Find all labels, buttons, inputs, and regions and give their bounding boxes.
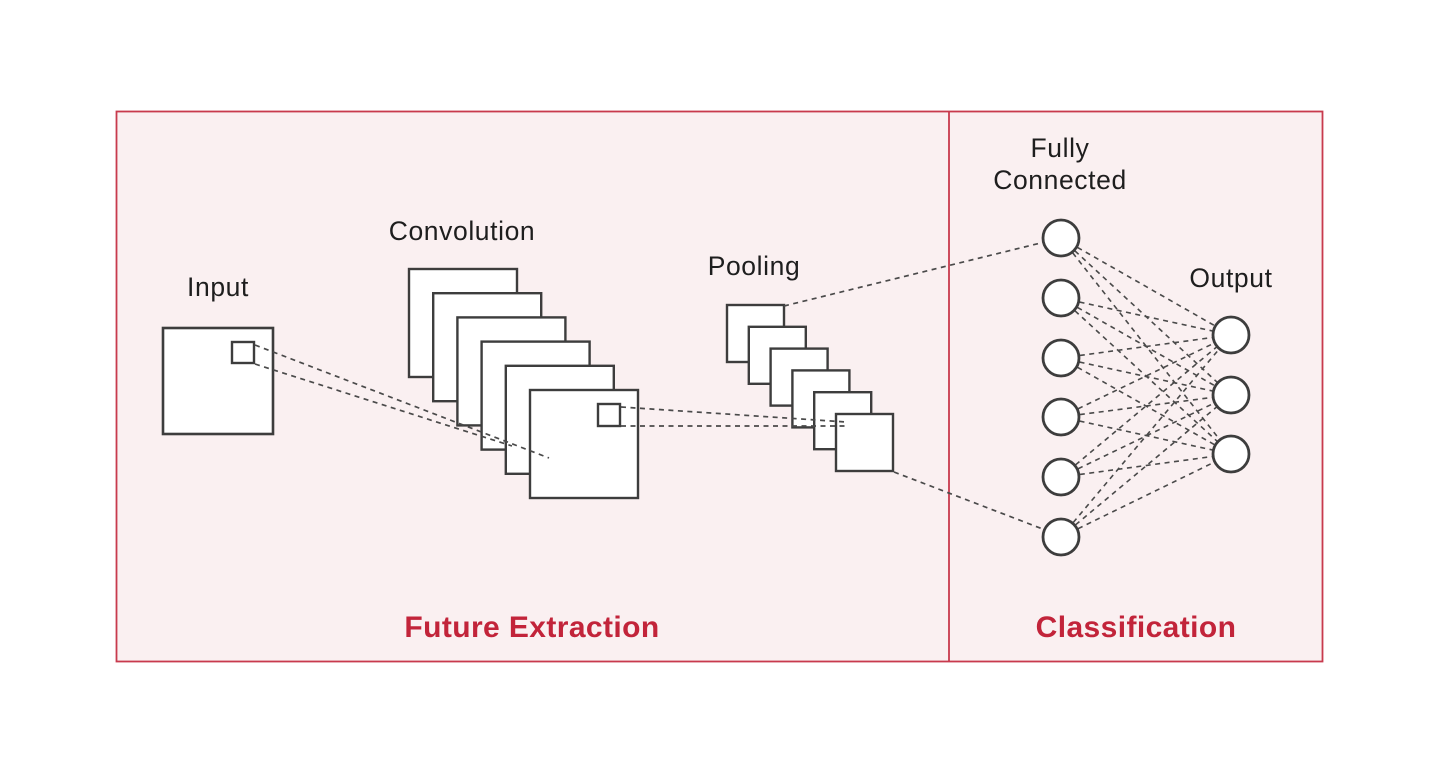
pooling-label: Pooling (708, 251, 801, 281)
fc-output-connection-line (1060, 334, 1232, 478)
output-label: Output (1189, 263, 1272, 293)
fc-output-connection-line (1060, 237, 1232, 336)
fully-connected-label-line1: Fully (1031, 133, 1090, 163)
receptive-field-connectors (254, 237, 1062, 537)
input-to-convolution-line-top (254, 344, 550, 459)
input-layer (161, 326, 275, 436)
pooling-to-fc-line-bottom (893, 471, 1062, 537)
fully-connected-nodes (1041, 218, 1081, 557)
convolution-feature-map (528, 388, 640, 500)
pooling-feature-map (834, 412, 895, 473)
fc-output-connection-line (1060, 394, 1232, 418)
fc-output-connection-line (1060, 334, 1232, 418)
convolution-stack (407, 267, 640, 500)
fc-output-connection-line (1060, 394, 1232, 538)
fully-connected-label-line2: Connected (993, 165, 1127, 195)
fc-output-connection-line (1060, 334, 1232, 359)
output-node (1211, 315, 1251, 355)
fc-output-connection-line (1060, 334, 1232, 538)
fully-connected-node (1041, 397, 1081, 437)
output-node (1211, 375, 1251, 415)
fc-output-connections (1060, 237, 1232, 538)
fc-output-connection-line (1060, 297, 1232, 336)
output-node (1211, 434, 1251, 474)
feature-extraction-section-label: Future Extraction (404, 611, 659, 644)
fc-output-connection-line (1060, 453, 1232, 478)
convolution-label: Convolution (389, 216, 536, 246)
fully-connected-node (1041, 278, 1081, 318)
pooling-to-fc-line-top (783, 237, 1062, 307)
fc-output-connection-line (1060, 394, 1232, 478)
fc-output-connection-line (1060, 416, 1232, 455)
input-square (161, 326, 275, 436)
fully-connected-node (1041, 218, 1081, 258)
diagram-panel (115, 110, 1324, 663)
output-nodes (1211, 315, 1251, 474)
classification-section-label: Classification (1036, 611, 1237, 644)
input-label: Input (187, 272, 249, 302)
input-receptive-patch (230, 340, 256, 365)
input-to-convolution-line-bottom (254, 363, 513, 447)
fully-connected-node (1041, 338, 1081, 378)
fc-output-connection-line (1060, 357, 1232, 396)
convolution-receptive-patch (596, 402, 622, 428)
fc-output-connection-line (1060, 453, 1232, 538)
fully-connected-node (1041, 457, 1081, 497)
fully-connected-node (1041, 517, 1081, 557)
